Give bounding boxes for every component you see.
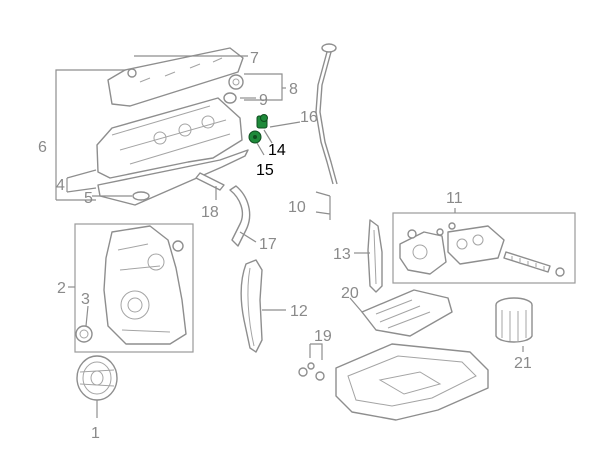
washer-19 xyxy=(307,362,315,370)
callout-14: 14 xyxy=(268,142,286,159)
callout-15: 15 xyxy=(256,162,274,179)
chain-guide-13 xyxy=(367,219,383,293)
seal-5 xyxy=(132,191,150,201)
highlighted-part-15[interactable] xyxy=(248,130,262,144)
breather-hose-17-18 xyxy=(195,172,251,247)
gasket-9 xyxy=(223,92,237,104)
crank-pulley-1 xyxy=(76,355,118,401)
highlighted-part-14[interactable] xyxy=(256,114,268,129)
baffle-plate-20 xyxy=(361,289,453,337)
head-cover-group xyxy=(96,47,249,206)
callout-20: 20 xyxy=(341,285,359,302)
callout-9: 9 xyxy=(259,92,268,109)
callout-6: 6 xyxy=(38,139,47,156)
callout-2: 2 xyxy=(57,280,66,297)
callout-4: 4 xyxy=(56,177,65,194)
callout-16: 16 xyxy=(300,109,318,126)
callout-18: 18 xyxy=(201,204,219,221)
bolt-7-marker xyxy=(127,68,137,78)
callout-1: 1 xyxy=(91,425,100,442)
oil-seal-3 xyxy=(75,325,93,343)
callout-19: 19 xyxy=(314,328,332,345)
callout-8: 8 xyxy=(289,81,298,98)
callout-3: 3 xyxy=(81,291,90,308)
bolt-19a xyxy=(298,367,308,377)
callout-5: 5 xyxy=(84,190,93,207)
leader-lines xyxy=(55,55,524,418)
oil-pan xyxy=(298,343,489,421)
callout-labels: 1 2 3 4 5 6 7 8 9 10 11 12 13 14 15 16 1… xyxy=(38,50,532,442)
oil-pump-11 xyxy=(399,222,565,277)
callout-10: 10 xyxy=(288,199,306,216)
timing-chain-12 xyxy=(240,259,263,353)
oil-cap-8 xyxy=(228,74,244,90)
callout-17: 17 xyxy=(259,236,277,253)
timing-case-2 xyxy=(75,225,187,345)
gasket-4 xyxy=(97,149,249,206)
bolt-19b xyxy=(315,371,325,381)
oil-filter-21 xyxy=(495,297,533,343)
callout-13: 13 xyxy=(333,246,351,263)
dipstick-16 xyxy=(315,43,338,220)
oil-pump-box xyxy=(392,212,576,284)
callout-21: 21 xyxy=(514,355,532,372)
callout-11: 11 xyxy=(446,190,463,207)
timing-case-box xyxy=(74,223,194,353)
callout-12: 12 xyxy=(290,303,308,320)
callout-7: 7 xyxy=(250,50,259,67)
